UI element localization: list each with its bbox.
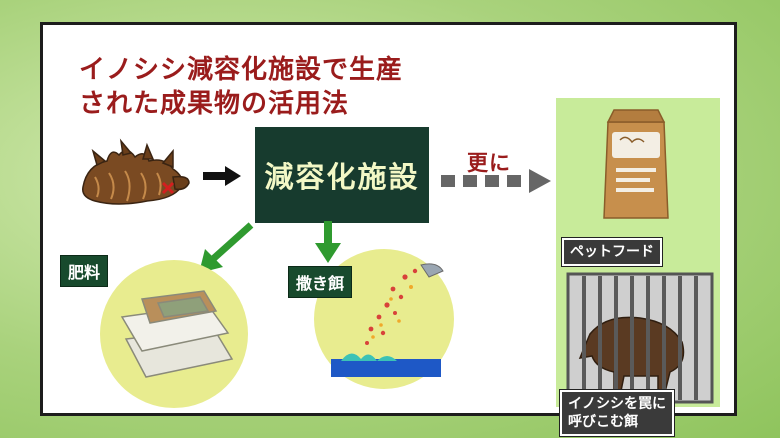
fertilizer-label: 肥料: [60, 255, 109, 287]
dotted-arrow-icon: [441, 169, 551, 193]
further-uses-panel: ペットフード イノシシを罠に 呼びこむ餌: [556, 98, 720, 437]
facility-box: 減容化施設: [255, 127, 429, 223]
title-line-2: された成果物の活用法: [79, 89, 350, 119]
pet-food-bag-icon: [603, 109, 669, 219]
trap-bait-line-1: イノシシを罠に: [568, 396, 666, 412]
boar-trap-icon: [566, 272, 714, 404]
arrow-to-feed-icon: [315, 221, 341, 263]
page-title: イノシシ減容化施設で生産 された成果物の活用法: [79, 53, 403, 121]
fertilizer-bags-icon: [100, 260, 248, 408]
arrow-right-icon: [203, 166, 241, 186]
boar-carcass-icon: [82, 138, 190, 205]
scatter-feed-label: 撒き餌: [288, 266, 353, 298]
diagram-panel: イノシシ減容化施設で生産 された成果物の活用法 減容化施設 更に: [40, 22, 737, 437]
trap-bait-line-2: 呼びこむ餌: [568, 414, 638, 430]
pet-food-label: ペットフード: [561, 237, 663, 267]
further-label: 更に: [467, 151, 511, 175]
title-line-1: イノシシ減容化施設で生産: [79, 55, 404, 85]
trap-bait-label: イノシシを罠に 呼びこむ餌: [559, 389, 675, 437]
